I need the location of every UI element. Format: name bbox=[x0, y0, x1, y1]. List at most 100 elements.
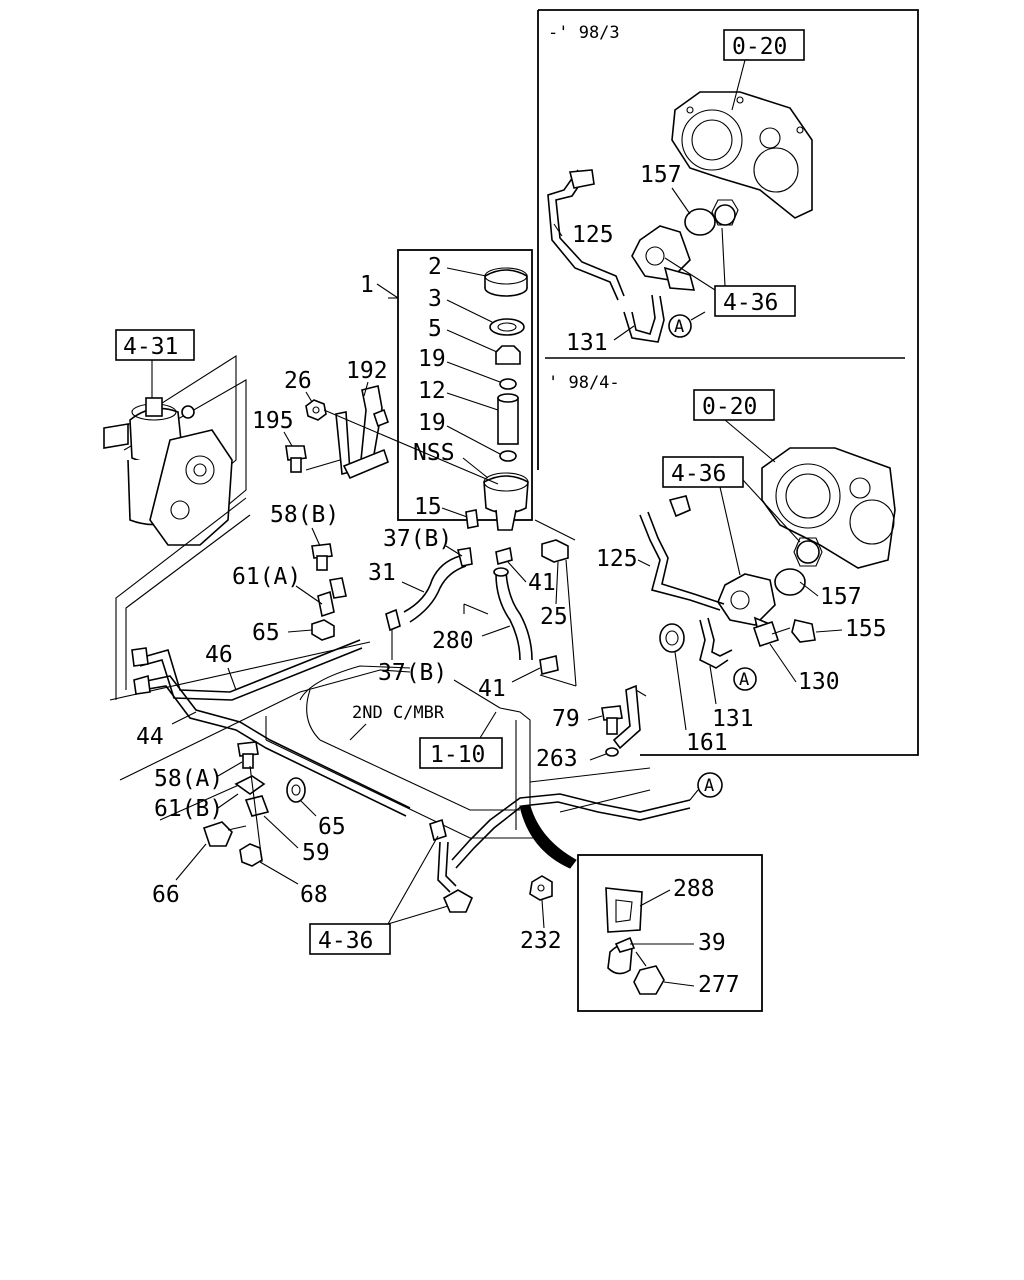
callout-15: 15 bbox=[414, 494, 442, 520]
bolt-155 bbox=[771, 619, 816, 643]
fitting-232 bbox=[529, 875, 553, 901]
reservoir-gasket bbox=[489, 318, 525, 336]
callout-44: 44 bbox=[136, 724, 164, 750]
hose-131-late bbox=[699, 617, 733, 669]
callout-41-lower: 41 bbox=[478, 676, 506, 702]
ref-box-4-31: 4-31 bbox=[115, 329, 195, 404]
reservoir-filter bbox=[497, 393, 519, 445]
callout-161: 161 bbox=[686, 730, 728, 756]
callout-37b-upper: 37(B) bbox=[383, 526, 452, 552]
variant-inset-panel: -' 98/3 ' 98/4- 0-20 bbox=[537, 9, 919, 756]
reservoir-cap bbox=[484, 267, 528, 297]
svg-text:A: A bbox=[739, 670, 749, 690]
bracket-263 bbox=[612, 684, 647, 750]
callout-131-early: 131 bbox=[566, 330, 608, 356]
nut-68 bbox=[239, 843, 263, 867]
callout-19-upper: 19 bbox=[418, 346, 446, 372]
bolt-79 bbox=[601, 705, 623, 735]
washer-263 bbox=[605, 747, 619, 757]
power-steering-pump-early bbox=[631, 199, 739, 291]
svg-text:1-10: 1-10 bbox=[430, 742, 485, 768]
callout-31: 31 bbox=[368, 560, 396, 586]
ref-box-4-36-top: 4-36 bbox=[664, 227, 796, 317]
bolt-58a bbox=[237, 741, 259, 769]
callout-192: 192 bbox=[346, 358, 388, 384]
callout-280: 280 bbox=[432, 628, 474, 654]
reservoir-bracket-clip bbox=[465, 509, 479, 529]
marker-a-bottom bbox=[697, 772, 723, 798]
callout-157-early: 157 bbox=[640, 162, 682, 188]
callout-68: 68 bbox=[300, 882, 328, 908]
callout-232: 232 bbox=[520, 928, 562, 954]
suction-hose-280 bbox=[493, 567, 533, 661]
return-line-44 bbox=[133, 674, 411, 817]
pressure-pipe-125-early bbox=[547, 169, 625, 301]
callout-58a: 58(A) bbox=[154, 766, 223, 792]
callout-37b-lower: 37(B) bbox=[378, 660, 447, 686]
timing-gear-case-early bbox=[671, 91, 813, 219]
svg-text:4-31: 4-31 bbox=[123, 334, 178, 360]
callout-26: 26 bbox=[284, 368, 312, 394]
bolt-66 bbox=[202, 821, 247, 847]
callout-61a: 61(A) bbox=[232, 564, 301, 590]
o-ring-lower bbox=[499, 450, 517, 462]
callout-65-upper: 65 bbox=[252, 620, 280, 646]
variant-label-late: ' 98/4- bbox=[548, 373, 620, 393]
marker-a-late bbox=[733, 667, 757, 691]
callout-125-late: 125 bbox=[596, 546, 638, 572]
clip-61b bbox=[234, 775, 270, 817]
reservoir-assembly-box bbox=[388, 249, 533, 521]
nut-26 bbox=[305, 399, 327, 421]
callout-65-lower: 65 bbox=[318, 814, 346, 840]
reservoir-nut bbox=[495, 345, 521, 365]
callout-277: 277 bbox=[698, 972, 740, 998]
callout-46: 46 bbox=[205, 642, 233, 668]
o-ring-upper bbox=[499, 378, 517, 390]
clip-61a bbox=[317, 577, 347, 618]
callout-130: 130 bbox=[798, 669, 840, 695]
svg-text:A: A bbox=[674, 317, 684, 337]
callout-288: 288 bbox=[673, 876, 715, 902]
frame-left-bracket bbox=[109, 497, 371, 701]
callout-125-early: 125 bbox=[572, 222, 614, 248]
variant-label-early: -' 98/3 bbox=[548, 23, 620, 43]
label-2nd-crossmember: 2ND C/MBR bbox=[352, 703, 445, 723]
pipe-run-to-marker-a bbox=[437, 793, 691, 893]
callout-39: 39 bbox=[698, 930, 726, 956]
ref-box-0-20-top: 0-20 bbox=[723, 29, 805, 111]
svg-text:4-36: 4-36 bbox=[723, 290, 778, 316]
callout-131-late: 131 bbox=[712, 706, 754, 732]
callout-2: 2 bbox=[428, 254, 442, 280]
callout-3: 3 bbox=[428, 286, 442, 312]
ref-box-1-10: 1-10 bbox=[419, 711, 503, 769]
callout-1: 1 bbox=[360, 272, 374, 298]
callout-61b: 61(B) bbox=[154, 796, 223, 822]
callout-nss: NSS bbox=[413, 440, 455, 466]
timing-gear-case-late bbox=[761, 447, 896, 569]
callout-59: 59 bbox=[302, 840, 330, 866]
hose-clips-41 bbox=[495, 546, 559, 675]
pressure-pipe-125-late bbox=[639, 495, 725, 611]
nut-65-upper bbox=[311, 619, 335, 641]
callout-66: 66 bbox=[152, 882, 180, 908]
hose-131-early bbox=[623, 294, 665, 343]
svg-text:A: A bbox=[704, 776, 714, 796]
bracket-192 bbox=[335, 385, 389, 480]
callout-58b: 58(B) bbox=[270, 502, 339, 528]
callout-19-lower: 19 bbox=[418, 410, 446, 436]
ref-box-0-20-mid: 0-20 bbox=[693, 389, 776, 463]
bolt-58b bbox=[311, 543, 333, 571]
callout-263: 263 bbox=[536, 746, 578, 772]
callout-25: 25 bbox=[540, 604, 568, 630]
marker-a-early bbox=[668, 314, 692, 338]
callout-5: 5 bbox=[428, 316, 442, 342]
callout-12: 12 bbox=[418, 378, 446, 404]
return-hose-31 bbox=[385, 547, 473, 632]
bolt-195 bbox=[285, 445, 307, 473]
svg-text:4-36: 4-36 bbox=[318, 928, 373, 954]
callout-195: 195 bbox=[252, 408, 294, 434]
steering-gear-box bbox=[103, 354, 247, 546]
washer-65-lower bbox=[286, 777, 306, 803]
fitting-25 bbox=[541, 539, 569, 563]
